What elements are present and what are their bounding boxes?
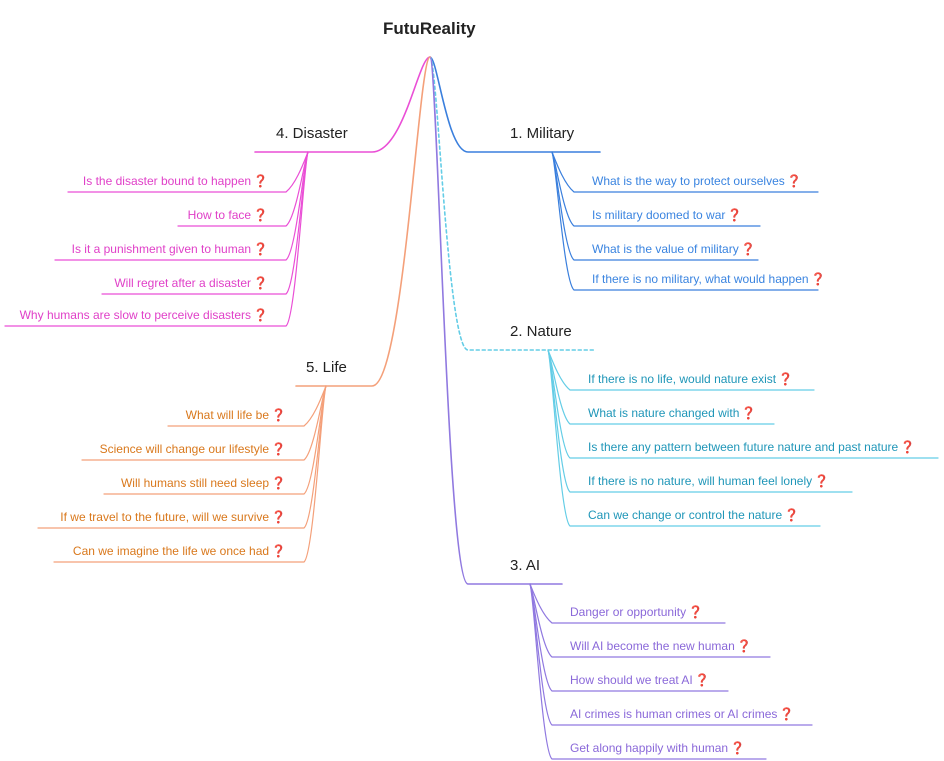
leaf-label: Will AI become the new human xyxy=(570,639,735,653)
question-mark-icon: ❓ xyxy=(786,174,802,188)
leaf-disaster-1[interactable]: Is the disaster bound to happen❓ xyxy=(83,173,268,189)
leaf-ai-1[interactable]: Danger or opportunity❓ xyxy=(570,604,703,620)
question-mark-icon: ❓ xyxy=(271,408,286,422)
leaf-military-1[interactable]: What is the way to protect ourselves❓ xyxy=(592,173,802,189)
question-mark-icon: ❓ xyxy=(253,208,268,222)
leaf-label: If we travel to the future, will we surv… xyxy=(60,510,270,524)
leaf-life-1[interactable]: What will life be❓ xyxy=(186,407,286,423)
branch-nature-label[interactable]: 2. Nature xyxy=(510,323,572,340)
leaf-label: What will life be xyxy=(185,408,270,422)
leaf-label: Can we imagine the life we once had xyxy=(72,544,270,558)
leaf-life-5[interactable]: Can we imagine the life we once had❓ xyxy=(73,543,286,559)
leaf-label: Why humans are slow to perceive disaster… xyxy=(19,308,252,322)
leaf-military-2[interactable]: Is military doomed to war❓ xyxy=(592,207,742,223)
leaf-life-4[interactable]: If we travel to the future, will we surv… xyxy=(60,509,286,525)
connector-line xyxy=(4,151,309,327)
question-mark-icon: ❓ xyxy=(779,707,795,721)
leaf-ai-4[interactable]: AI crimes is human crimes or AI crimes❓ xyxy=(570,706,794,722)
connector-line xyxy=(254,56,431,153)
question-mark-icon: ❓ xyxy=(271,544,286,558)
question-mark-icon: ❓ xyxy=(740,242,756,256)
leaf-military-4[interactable]: If there is no military, what would happ… xyxy=(592,271,826,287)
leaf-label: What is the way to protect ourselves xyxy=(592,174,785,188)
leaf-label: Will regret after a disaster xyxy=(114,276,252,290)
leaf-label: AI crimes is human crimes or AI crimes xyxy=(570,707,778,721)
question-mark-icon: ❓ xyxy=(694,673,710,687)
leaf-life-3[interactable]: Will humans still need sleep❓ xyxy=(121,475,286,491)
leaf-ai-2[interactable]: Will AI become the new human❓ xyxy=(570,638,752,654)
leaf-disaster-5[interactable]: Why humans are slow to perceive disaster… xyxy=(20,307,268,323)
question-mark-icon: ❓ xyxy=(810,272,826,286)
leaf-label: Will humans still need sleep xyxy=(120,476,270,490)
connector-line xyxy=(547,349,821,527)
leaf-nature-5[interactable]: Can we change or control the nature❓ xyxy=(588,507,799,523)
leaf-label: Can we change or control the nature xyxy=(588,508,783,522)
connector-line xyxy=(429,56,601,153)
question-mark-icon: ❓ xyxy=(253,276,268,290)
leaf-label: Science will change our lifestyle xyxy=(99,442,270,456)
connector-line xyxy=(295,56,431,387)
leaf-label: Is military doomed to war xyxy=(592,208,726,222)
question-mark-icon: ❓ xyxy=(271,442,286,456)
question-mark-icon: ❓ xyxy=(741,406,757,420)
question-mark-icon: ❓ xyxy=(253,308,268,322)
leaf-military-3[interactable]: What is the value of military❓ xyxy=(592,241,756,257)
leaf-ai-3[interactable]: How should we treat AI❓ xyxy=(570,672,710,688)
connector-line xyxy=(551,151,819,291)
leaf-disaster-4[interactable]: Will regret after a disaster❓ xyxy=(114,275,268,291)
leaf-label: If there is no nature, will human feel l… xyxy=(588,474,813,488)
leaf-nature-1[interactable]: If there is no life, would nature exist❓ xyxy=(588,371,793,387)
question-mark-icon: ❓ xyxy=(253,174,268,188)
branch-life-label[interactable]: 5. Life xyxy=(306,359,347,376)
leaf-life-2[interactable]: Science will change our lifestyle❓ xyxy=(100,441,286,457)
leaf-label: Get along happily with human xyxy=(570,741,729,755)
question-mark-icon: ❓ xyxy=(271,510,286,524)
question-mark-icon: ❓ xyxy=(736,639,752,653)
leaf-label: What is nature changed with xyxy=(588,406,740,420)
question-mark-icon: ❓ xyxy=(900,440,916,454)
question-mark-icon: ❓ xyxy=(271,476,286,490)
question-mark-icon: ❓ xyxy=(784,508,800,522)
leaf-nature-4[interactable]: If there is no nature, will human feel l… xyxy=(588,473,829,489)
root-topic-title[interactable]: FutuReality xyxy=(383,19,476,38)
leaf-label: If there is no military, what would happ… xyxy=(592,272,809,286)
question-mark-icon: ❓ xyxy=(730,741,746,755)
leaf-nature-3[interactable]: Is there any pattern between future natu… xyxy=(588,439,915,455)
leaf-label: Is it a punishment given to human xyxy=(71,242,252,256)
connector-line xyxy=(53,385,327,563)
branch-ai-label[interactable]: 3. AI xyxy=(510,557,541,574)
leaf-nature-2[interactable]: What is nature changed with❓ xyxy=(588,405,756,421)
question-mark-icon: ❓ xyxy=(688,605,704,619)
connector-line xyxy=(529,583,767,760)
connector-line xyxy=(429,56,563,585)
leaf-disaster-2[interactable]: How to face❓ xyxy=(188,207,268,223)
branch-disaster-label[interactable]: 4. Disaster xyxy=(276,125,348,142)
branch-military-label[interactable]: 1. Military xyxy=(510,125,575,142)
leaf-label: How to face xyxy=(187,208,252,222)
leaf-label: How should we treat AI xyxy=(570,673,693,687)
question-mark-icon: ❓ xyxy=(253,242,268,256)
question-mark-icon: ❓ xyxy=(778,372,794,386)
leaf-label: Danger or opportunity xyxy=(570,605,687,619)
leaf-disaster-3[interactable]: Is it a punishment given to human❓ xyxy=(72,241,268,257)
leaf-label: Is the disaster bound to happen xyxy=(82,174,252,188)
question-mark-icon: ❓ xyxy=(814,474,830,488)
leaf-label: What is the value of military xyxy=(592,242,739,256)
connector-line xyxy=(429,56,597,351)
leaf-label: Is there any pattern between future natu… xyxy=(588,440,899,454)
leaf-label: If there is no life, would nature exist xyxy=(588,372,777,386)
leaf-ai-5[interactable]: Get along happily with human❓ xyxy=(570,740,745,756)
question-mark-icon: ❓ xyxy=(727,208,743,222)
